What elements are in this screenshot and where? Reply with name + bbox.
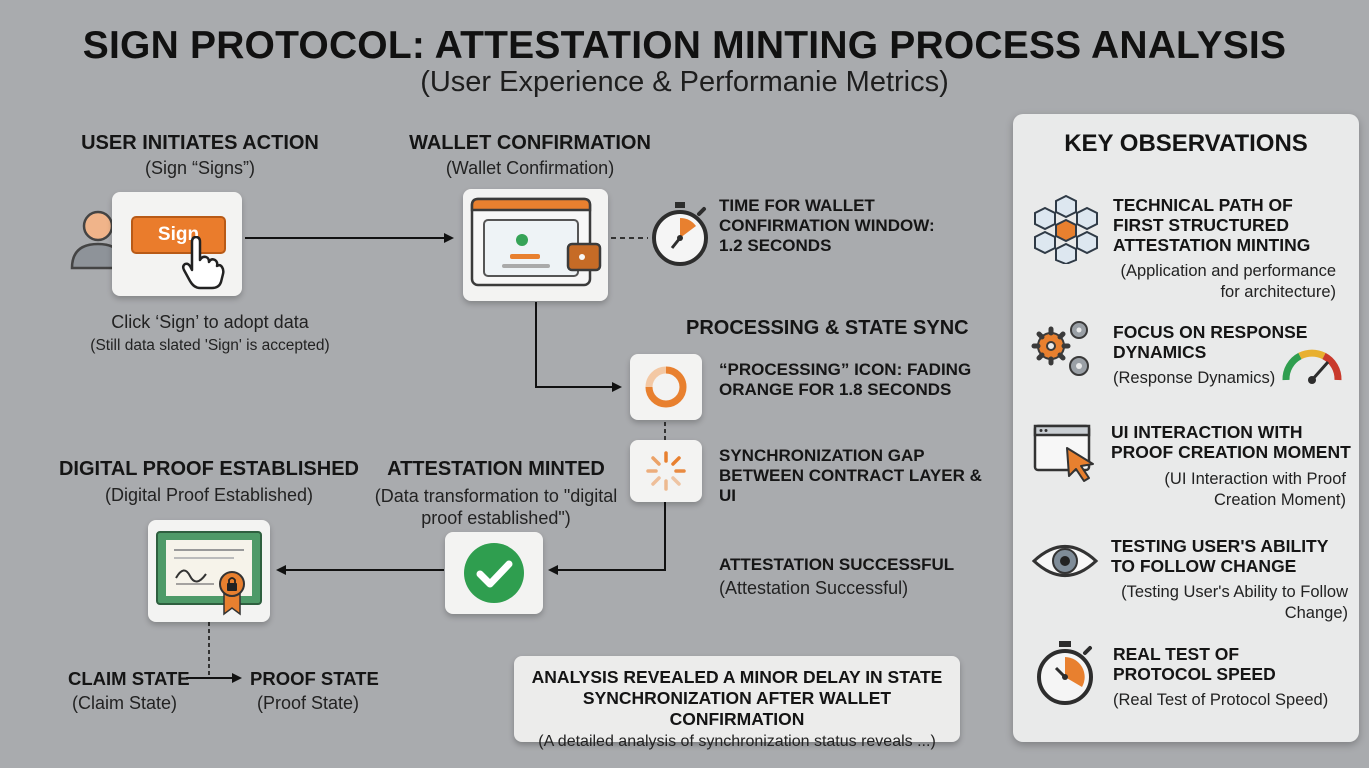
obs-5-desc: (Real Test of Protocol Speed) bbox=[1113, 690, 1328, 711]
obs-3-heading-line1: UI INTERACTION WITH bbox=[1111, 422, 1351, 442]
wallet-timing-callout: TIME FOR WALLET CONFIRMATION WINDOW: 1.2… bbox=[719, 196, 959, 256]
obs-3-desc-line2: Creation Moment) bbox=[1100, 490, 1346, 511]
obs-2-desc: (Response Dynamics) bbox=[1113, 368, 1275, 389]
processing-callout: “PROCESSING” ICON: FADING ORANGE FOR 1.8… bbox=[719, 360, 979, 400]
obs-2-heading-line2: DYNAMICS bbox=[1113, 342, 1307, 362]
obs-4-heading-line2: TO FOLLOW CHANGE bbox=[1111, 556, 1328, 576]
blockchain-cubes-icon bbox=[1031, 192, 1101, 264]
obs-1-desc: (Application and performance for archite… bbox=[1100, 261, 1336, 303]
gauge-icon bbox=[1280, 336, 1344, 388]
wallet-window-icon bbox=[470, 196, 602, 294]
obs-3-heading-line2: PROOF CREATION MOMENT bbox=[1111, 442, 1351, 462]
arrow-wallet-to-processing bbox=[536, 302, 620, 387]
obs-2-heading-line1: FOCUS ON RESPONSE bbox=[1113, 322, 1307, 342]
obs-3-heading: UI INTERACTION WITH PROOF CREATION MOMEN… bbox=[1111, 422, 1351, 462]
obs-4-desc-line2: Change) bbox=[1100, 603, 1348, 624]
step-user-initiates-heading: USER INITIATES ACTION bbox=[40, 132, 360, 155]
obs-1-heading-line2: FIRST STRUCTURED bbox=[1113, 215, 1310, 235]
obs-1-heading: TECHNICAL PATH OF FIRST STRUCTURED ATTES… bbox=[1113, 195, 1310, 255]
step-processing-heading: PROCESSING & STATE SYNC bbox=[686, 317, 969, 340]
sync-gap-callout: SYNCHRONIZATION GAP BETWEEN CONTRACT LAY… bbox=[719, 446, 999, 506]
analysis-note-line2: SYNCHRONIZATION AFTER WALLET CONFIRMATIO… bbox=[514, 688, 960, 730]
sync-gap-line1: SYNCHRONIZATION GAP bbox=[719, 446, 999, 466]
obs-4-heading: TESTING USER'S ABILITY TO FOLLOW CHANGE bbox=[1111, 536, 1328, 576]
analysis-note-line1: ANALYSIS REVEALED A MINOR DELAY IN STATE bbox=[514, 667, 960, 688]
certificate-icon bbox=[154, 526, 266, 618]
proof-state-sub: (Proof State) bbox=[257, 693, 359, 714]
analysis-note-line3: (A detailed analysis of synchronization … bbox=[514, 730, 960, 754]
processing-line1: “PROCESSING” ICON: FADING bbox=[719, 360, 979, 380]
claim-state-sub: (Claim State) bbox=[72, 693, 177, 714]
claim-state-heading: CLAIM STATE bbox=[68, 668, 190, 690]
step-minted-sub-line2: proof established") bbox=[352, 507, 640, 529]
obs-1-desc-line1: (Application and performance bbox=[1100, 261, 1336, 282]
gears-icon bbox=[1031, 316, 1097, 382]
obs-1-heading-line1: TECHNICAL PATH OF bbox=[1113, 195, 1310, 215]
eye-icon bbox=[1031, 540, 1099, 582]
step-user-initiates-sub: (Sign “Signs”) bbox=[40, 158, 360, 179]
obs-4-desc: (Testing User's Ability to Follow Change… bbox=[1100, 582, 1348, 624]
wallet-timing-line3: 1.2 SECONDS bbox=[719, 236, 959, 256]
obs-3-desc: (UI Interaction with Proof Creation Mome… bbox=[1100, 469, 1346, 511]
browser-cursor-icon bbox=[1033, 424, 1097, 484]
obs-4-desc-line1: (Testing User's Ability to Follow bbox=[1100, 582, 1348, 603]
step-user-initiates-note: (Still data slated 'Sign' is accepted) bbox=[40, 337, 380, 355]
obs-5-heading-line1: REAL TEST OF bbox=[1113, 644, 1276, 664]
obs-5-heading: REAL TEST OF PROTOCOL SPEED bbox=[1113, 644, 1276, 684]
success-check-icon bbox=[462, 541, 526, 605]
step-digital-proof-heading: DIGITAL PROOF ESTABLISHED bbox=[50, 458, 368, 481]
processing-spinner-icon bbox=[640, 361, 692, 413]
step-minted-heading: ATTESTATION MINTED bbox=[360, 458, 632, 481]
attestation-success-sub: (Attestation Successful) bbox=[719, 578, 908, 599]
step-wallet-heading: WALLET CONFIRMATION bbox=[380, 132, 680, 155]
loading-sunburst-icon bbox=[642, 447, 690, 495]
wallet-timing-line1: TIME FOR WALLET bbox=[719, 196, 959, 216]
step-user-initiates-caption: Click ‘Sign’ to adopt data bbox=[60, 312, 360, 333]
wallet-timing-line2: CONFIRMATION WINDOW: bbox=[719, 216, 959, 236]
attestation-success-heading: ATTESTATION SUCCESSFUL bbox=[719, 555, 954, 575]
processing-line2: ORANGE FOR 1.8 SECONDS bbox=[719, 380, 979, 400]
analysis-note-box: ANALYSIS REVEALED A MINOR DELAY IN STATE… bbox=[514, 656, 960, 742]
step-minted-sub-line1: (Data transformation to "digital bbox=[352, 485, 640, 507]
stopwatch-icon bbox=[649, 200, 711, 270]
proof-state-heading: PROOF STATE bbox=[250, 668, 379, 690]
hand-cursor-icon bbox=[180, 236, 226, 290]
step-minted-sub: (Data transformation to "digital proof e… bbox=[352, 485, 640, 529]
obs-4-heading-line1: TESTING USER'S ABILITY bbox=[1111, 536, 1328, 556]
step-wallet-sub: (Wallet Confirmation) bbox=[380, 158, 680, 179]
obs-3-desc-line1: (UI Interaction with Proof bbox=[1100, 469, 1346, 490]
sync-gap-line2: BETWEEN CONTRACT LAYER & UI bbox=[719, 466, 999, 506]
step-digital-proof-sub: (Digital Proof Established) bbox=[50, 485, 368, 506]
obs-2-heading: FOCUS ON RESPONSE DYNAMICS bbox=[1113, 322, 1307, 362]
key-observations-title: KEY OBSERVATIONS bbox=[1013, 130, 1359, 158]
speed-stopwatch-icon bbox=[1034, 640, 1096, 708]
obs-1-desc-line2: for architecture) bbox=[1100, 282, 1336, 303]
obs-5-heading-line2: PROTOCOL SPEED bbox=[1113, 664, 1276, 684]
obs-1-heading-line3: ATTESTATION MINTING bbox=[1113, 235, 1310, 255]
